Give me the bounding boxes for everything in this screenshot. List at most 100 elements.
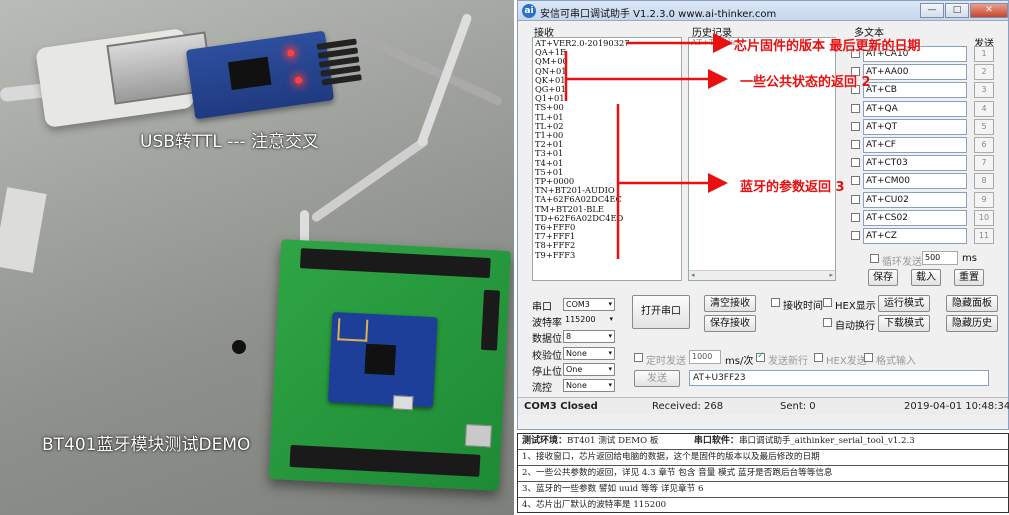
run-mode-button[interactable]: 运行模式 — [878, 295, 930, 312]
receive-line: TS+00 — [535, 102, 564, 113]
multitext-send-button[interactable]: 8 — [974, 173, 994, 190]
open-port-button[interactable]: 打开串口 — [632, 295, 690, 329]
tool-label: 串口软件： — [693, 436, 739, 446]
multitext-checkbox[interactable] — [851, 158, 860, 168]
receive-time-checkbox[interactable] — [771, 298, 780, 307]
auto-newline-checkbox[interactable] — [823, 318, 832, 327]
parity-select[interactable]: None▾ — [563, 347, 615, 360]
multitext-input[interactable]: AT+CM00 — [863, 173, 967, 190]
multitext-send-button[interactable]: 4 — [974, 100, 994, 117]
loop-send-checkbox[interactable] — [870, 254, 879, 263]
load-multitext-button[interactable]: 载入 — [911, 269, 941, 286]
receive-line: Q1+01 — [535, 93, 565, 104]
notes-table: 测试环境：BT401 测试 DEMO 板 串口软件：串口调试助手_aithink… — [517, 433, 1009, 513]
micro-usb-port — [464, 424, 492, 448]
multitext-input[interactable]: AT+CU02 — [863, 191, 967, 208]
ttl-chip — [227, 56, 272, 91]
multitext-checkbox[interactable] — [851, 103, 860, 113]
receive-line: AT+VER2.0-20190327 — [535, 38, 630, 48]
crystal — [392, 395, 414, 411]
multitext-input[interactable]: AT+CZ — [863, 228, 967, 244]
multitext-checkbox[interactable] — [851, 140, 860, 149]
multitext-send-button[interactable]: 2 — [974, 64, 994, 81]
multitext-send-button[interactable]: 1 — [974, 46, 994, 62]
multitext-send-button[interactable]: 9 — [974, 191, 994, 208]
multitext-send-button[interactable]: 5 — [974, 118, 994, 135]
multitext-send-button[interactable]: 3 — [974, 82, 994, 99]
databits-label: 数据位 — [532, 334, 562, 345]
timed-send-label: 定时发送 — [646, 356, 686, 367]
multitext-checkbox[interactable] — [851, 231, 860, 240]
hex-send-checkbox[interactable] — [814, 353, 823, 362]
multitext-checkbox[interactable] — [851, 121, 860, 131]
hex-send-label: HEX发送 — [826, 356, 867, 367]
tool-value: 串口调试助手_aithinker_serial_tool_v1.2.3 — [738, 436, 915, 446]
multitext-send-button[interactable]: 11 — [974, 228, 994, 244]
multitext-input[interactable]: AT+QT — [863, 118, 967, 135]
app-logo-icon: ai — [522, 4, 536, 18]
multitext-input[interactable]: AT+CB — [863, 82, 967, 99]
multitext-input[interactable]: AT+CF — [863, 137, 967, 153]
stopbits-select[interactable]: One▾ — [563, 363, 615, 376]
flow-label: 流控 — [532, 383, 552, 394]
flow-select[interactable]: None▾ — [563, 379, 615, 392]
note-line: 3、蓝牙的一些参数 譬如 uuid 等等 详见章节 6 — [518, 482, 1008, 498]
note-line: 1、接收窗口，芯片返回给电脑的数据，这个是固件的版本以及最后修改的日期 — [518, 450, 1008, 466]
receive-line: TM+BT201-BLE — [535, 203, 604, 214]
timed-send-checkbox[interactable] — [634, 353, 643, 362]
timed-interval-input[interactable]: 1000 — [689, 350, 721, 364]
multitext-checkbox[interactable] — [851, 67, 860, 77]
loop-interval-input[interactable]: 500 — [922, 251, 958, 265]
side-board — [0, 187, 47, 273]
minimize-button[interactable]: — — [920, 3, 944, 18]
horizontal-scrollbar[interactable]: ◂▸ — [689, 270, 835, 280]
multitext-checkbox[interactable] — [851, 212, 860, 222]
hex-display-label: HEX显示 — [835, 301, 876, 312]
multitext-checkbox[interactable] — [851, 49, 860, 58]
multitext-checkbox[interactable] — [851, 194, 860, 204]
multitext-send-button[interactable]: 7 — [974, 155, 994, 172]
multitext-send-button[interactable]: 10 — [974, 209, 994, 226]
hex-display-checkbox[interactable] — [823, 298, 832, 307]
note-line: 4、芯片出厂默认的波特率是 115200 — [522, 500, 667, 510]
multitext-input[interactable]: AT+CA10 — [863, 46, 967, 62]
multitext-input[interactable]: AT+QA — [863, 100, 967, 117]
format-input-label: 格式输入 — [876, 356, 916, 367]
reset-multitext-button[interactable]: 重置 — [954, 269, 984, 286]
databits-select[interactable]: 8▾ — [563, 330, 615, 343]
title-bar: ai 安信可串口调试助手 V1.2.3.0 www.ai-thinker.com… — [518, 1, 1008, 21]
hide-panel-button[interactable]: 隐藏面板 — [946, 295, 998, 312]
receive-line: QG+01 — [535, 84, 566, 95]
download-mode-button[interactable]: 下载模式 — [878, 315, 930, 332]
send-input[interactable]: AT+U3FF23 — [689, 370, 989, 386]
receive-line: T3+01 — [535, 148, 564, 159]
module-chip — [364, 343, 397, 376]
multitext-send-button[interactable]: 6 — [974, 137, 994, 153]
close-button[interactable]: ✕ — [970, 3, 1008, 18]
send-newline-checkbox[interactable] — [756, 351, 765, 362]
pin-header — [299, 248, 491, 279]
send-button[interactable]: 发送 — [634, 370, 680, 387]
receive-line: TL+01 — [535, 111, 564, 122]
port-select[interactable]: COM3▾ — [563, 298, 615, 311]
clear-receive-button[interactable]: 清空接收 — [704, 295, 756, 312]
multitext-input[interactable]: AT+CS02 — [863, 209, 967, 226]
multitext-checkbox[interactable] — [851, 85, 860, 95]
save-receive-button[interactable]: 保存接收 — [704, 315, 756, 332]
note-line: 2、一些公共参数的返回，详见 4.3 章节 包含 音量 模式 蓝牙是否跑后台等等… — [518, 466, 1008, 482]
hide-history-button[interactable]: 隐藏历史 — [946, 315, 998, 332]
port-status: COM3 Closed — [524, 401, 598, 412]
timed-interval-unit: ms/次 — [725, 356, 754, 367]
antenna — [337, 318, 369, 342]
maximize-button[interactable]: □ — [945, 3, 969, 18]
send-column-label: 发送 — [974, 39, 994, 50]
multitext-checkbox[interactable] — [851, 176, 860, 186]
baud-select[interactable]: 115200▾ — [565, 315, 613, 324]
multitext-input[interactable]: AT+AA00 — [863, 64, 967, 81]
format-input-checkbox[interactable] — [864, 353, 873, 362]
save-multitext-button[interactable]: 保存 — [868, 269, 898, 286]
multitext-input[interactable]: AT+CT03 — [863, 155, 967, 172]
receive-line: TA+62F6A02DC4EC — [535, 194, 622, 205]
